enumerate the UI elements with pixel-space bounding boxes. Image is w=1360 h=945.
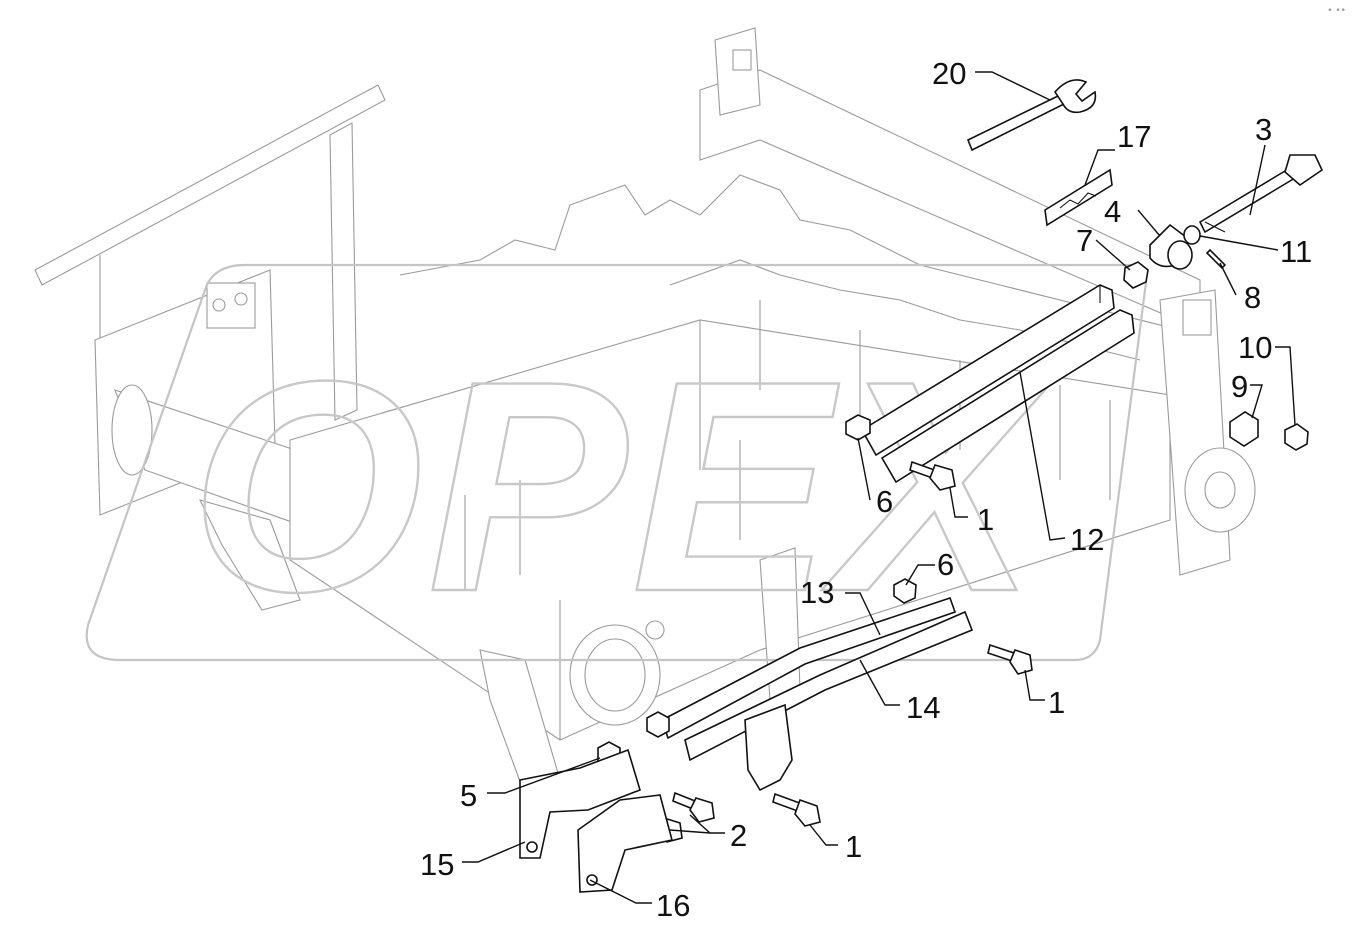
callout-2: 2: [730, 818, 747, 853]
callout-9: 9: [1231, 369, 1248, 404]
callout-6-upper: 6: [876, 484, 893, 519]
ring-11-part: [1183, 225, 1201, 245]
callout-1-bottom: 1: [845, 829, 862, 864]
nut-13-left-part: [646, 711, 670, 738]
bar-12-part: [860, 284, 1135, 484]
bracket-plate-part: [744, 703, 793, 792]
callouts: 20 17 3 4 7 11 8 10 9 6 1 12 6 13 1 14 5…: [420, 56, 1312, 923]
callout-4: 4: [1104, 194, 1121, 229]
bolt-1c-part: [772, 792, 821, 827]
nut-6a-part: [845, 414, 871, 441]
nut-6b-part: [893, 578, 917, 604]
callout-10: 10: [1238, 330, 1272, 365]
nut-7-part: [1123, 261, 1149, 289]
callout-3: 3: [1255, 112, 1272, 147]
callout-17: 17: [1117, 119, 1151, 154]
callout-15: 15: [420, 847, 454, 882]
wrench-part: [966, 79, 1097, 152]
callout-6-lower: 6: [937, 547, 954, 582]
bolt-3-part: [1198, 154, 1324, 234]
plate-17-part: [1044, 168, 1113, 227]
callout-1-upper: 1: [977, 502, 994, 537]
bracket-16-part: [577, 794, 673, 893]
callout-7: 7: [1076, 223, 1093, 258]
callout-16: 16: [656, 888, 690, 923]
nut-10-part: [1284, 423, 1309, 451]
callout-14: 14: [906, 690, 940, 725]
watermark: OPEX: [85, 263, 1147, 662]
parts: [519, 79, 1324, 893]
callout-8: 8: [1244, 280, 1261, 315]
nut-9-part: [1229, 411, 1259, 447]
callout-11: 11: [1280, 234, 1312, 269]
callout-5: 5: [460, 778, 477, 813]
callout-13: 13: [800, 575, 834, 610]
corner-mark: • ••: [1327, 6, 1346, 16]
leader-lines: [462, 71, 1296, 904]
watermark-text: OPEX: [190, 318, 1051, 654]
pin-8-part: [1205, 248, 1227, 270]
callout-12: 12: [1070, 522, 1104, 557]
bolt-1a-part: [909, 460, 956, 491]
callout-20: 20: [932, 56, 966, 91]
callout-1-right: 1: [1048, 685, 1065, 720]
